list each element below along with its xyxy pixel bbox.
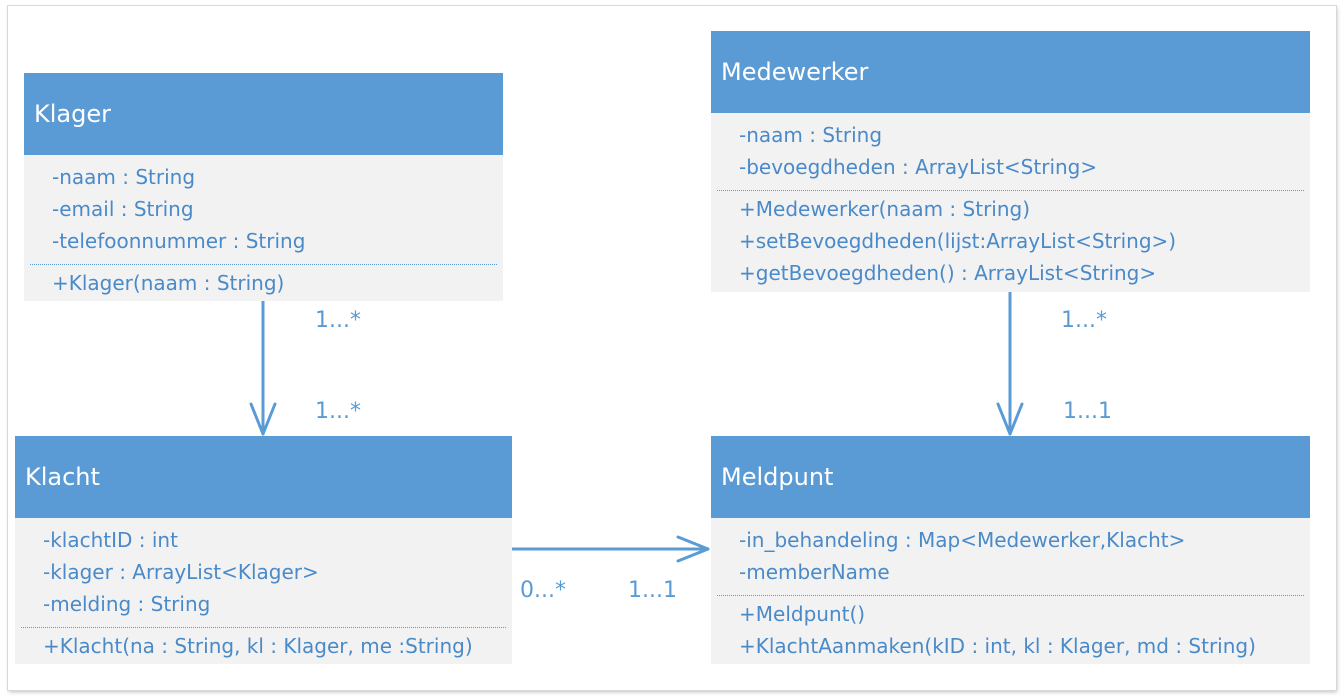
assoc-klacht-meldpunt-arrowhead [676, 535, 710, 563]
medewerker-attr-bevoegdheden: -bevoegdheden : ArrayList<String> [739, 155, 1098, 179]
medewerker-attr-naam: -naam : String [739, 123, 883, 147]
klacht-method-constructor: +Klacht(na : String, kl : Klager, me :St… [43, 634, 473, 658]
klager-attr-email: -email : String [52, 197, 194, 221]
klacht-attr-klager: -klager : ArrayList<Klager> [43, 560, 319, 584]
medewerker-meldpunt-target-multiplicity: 1...1 [1063, 399, 1112, 424]
klacht-meldpunt-target-multiplicity: 1...1 [628, 578, 677, 603]
class-klager-name: Klager [24, 73, 503, 155]
class-medewerker: Medewerker -naam : String -bevoegdheden … [711, 31, 1310, 292]
meldpunt-attr-membername: -memberName [739, 560, 890, 584]
klager-attr-naam: -naam : String [52, 165, 196, 189]
medewerker-divider [717, 190, 1304, 191]
meldpunt-attr-in-behandeling: -in_behandeling : Map<Medewerker,Klacht> [739, 528, 1186, 552]
medewerker-method-constructor: +Medewerker(naam : String) [739, 197, 1031, 221]
class-klacht-name: Klacht [15, 436, 512, 518]
medewerker-method-getbevoegdheden: +getBevoegdheden() : ArrayList<String> [739, 261, 1157, 285]
meldpunt-method-klachtaanmaken: +KlachtAanmaken(kID : int, kl : Klager, … [739, 634, 1256, 658]
medewerker-method-setbevoegdheden: +setBevoegdheden(lijst:ArrayList<String>… [739, 229, 1177, 253]
class-klager: Klager -naam : String -email : String -t… [24, 73, 503, 301]
class-medewerker-name: Medewerker [711, 31, 1310, 113]
meldpunt-divider [717, 595, 1304, 596]
klager-klacht-source-multiplicity: 1...* [315, 308, 361, 333]
class-meldpunt-name: Meldpunt [711, 436, 1310, 518]
klager-klacht-target-multiplicity: 1...* [315, 399, 361, 424]
klacht-attr-melding: -melding : String [43, 592, 211, 616]
meldpunt-method-constructor: +Meldpunt() [739, 602, 866, 626]
klacht-divider [21, 627, 506, 628]
medewerker-meldpunt-source-multiplicity: 1...* [1061, 308, 1107, 333]
klager-divider [30, 264, 497, 265]
klager-attr-telefoonnummer: -telefoonnummer : String [52, 229, 306, 253]
assoc-medewerker-meldpunt-arrowhead [996, 402, 1024, 436]
class-meldpunt: Meldpunt -in_behandeling : Map<Medewerke… [711, 436, 1310, 664]
klacht-attr-klachtid: -klachtID : int [43, 528, 178, 552]
klacht-meldpunt-source-multiplicity: 0...* [520, 578, 566, 603]
class-klacht: Klacht -klachtID : int -klager : ArrayLi… [15, 436, 512, 664]
assoc-klager-klacht-arrowhead [249, 402, 277, 436]
klager-method-constructor: +Klager(naam : String) [52, 271, 285, 295]
